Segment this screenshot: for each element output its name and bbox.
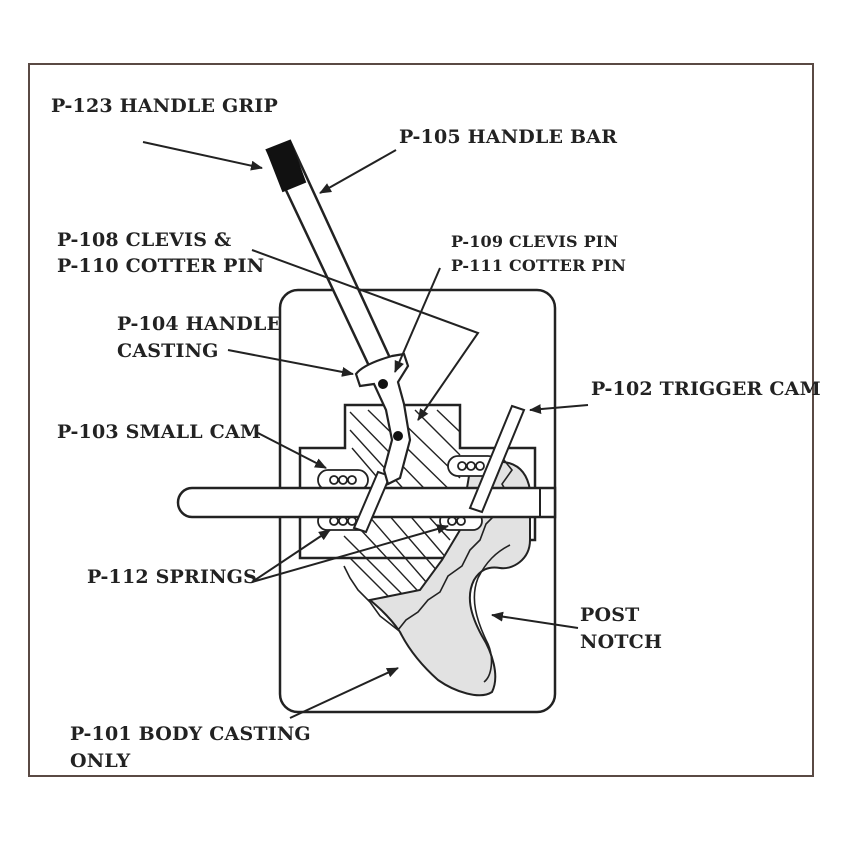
label-body-casting-line2: ONLY — [70, 750, 131, 772]
label-body-casting-line1: P-101 BODY CASTING — [70, 723, 311, 745]
handle-grip — [265, 139, 307, 193]
trigger-cam-rod — [468, 404, 526, 514]
label-clevis-line1: P-108 CLEVIS & — [57, 229, 232, 251]
springs-top-left — [317, 469, 369, 491]
label-clevis-pin-line2: P-111 COTTER PIN — [451, 256, 627, 275]
leader-lines — [142, 141, 589, 719]
label-handle-casting-line2: CASTING — [117, 340, 219, 362]
label-handle-casting-line1: P-104 HANDLE — [117, 313, 282, 335]
label-clevis-pin-line1: P-109 CLEVIS PIN — [451, 232, 619, 251]
label-small-cam: P-103 SMALL CAM — [57, 421, 262, 443]
label-clevis-line2: P-110 COTTER PIN — [57, 255, 265, 277]
label-post-notch-line1: POST — [580, 604, 640, 626]
clevis-pin-hole-lower — [393, 431, 403, 441]
diagram-frame — [28, 63, 814, 777]
handle-casting — [354, 352, 412, 486]
label-post-notch-line2: NOTCH — [580, 631, 663, 653]
label-handle-bar: P-105 HANDLE BAR — [399, 126, 618, 148]
label-springs: P-112 SPRINGS — [87, 566, 258, 588]
clevis-pin-hole — [378, 379, 388, 389]
label-trigger-cam: P-102 TRIGGER CAM — [591, 378, 821, 400]
label-handle-grip: P-123 HANDLE GRIP — [51, 95, 278, 117]
trigger-cam-notch-inner — [473, 544, 511, 683]
